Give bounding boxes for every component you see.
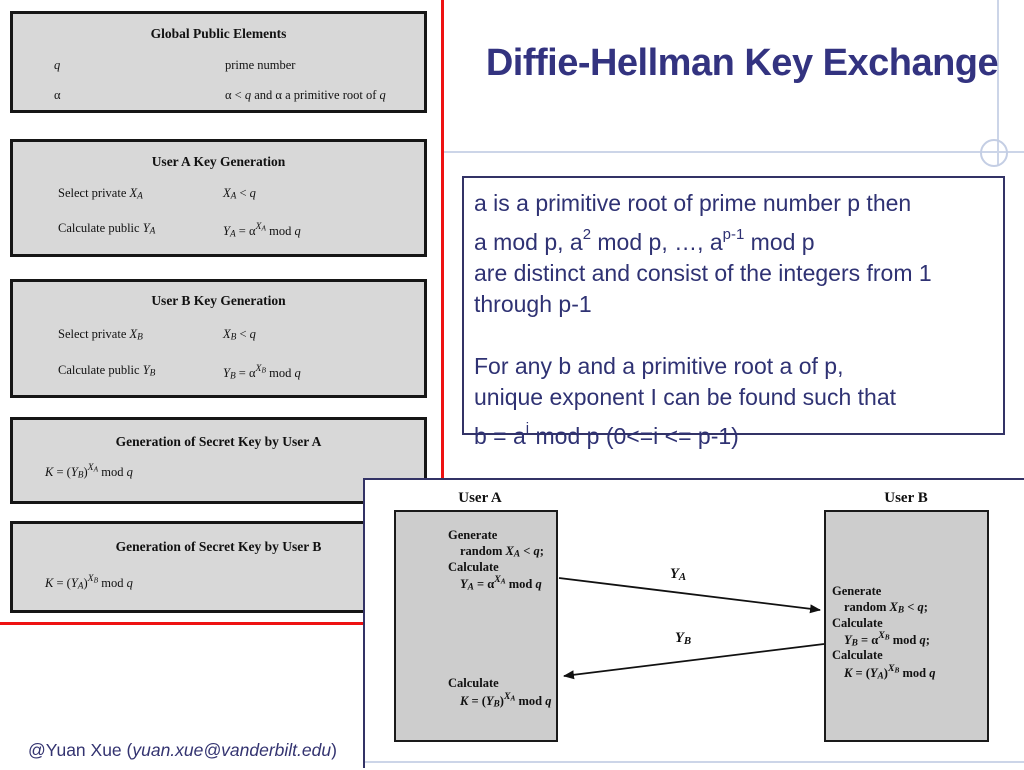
row-label: Select private XB — [58, 327, 143, 343]
red-divider-vertical — [441, 0, 444, 625]
note-line: unique exponent I can be found such that — [474, 383, 896, 410]
arrow-ya-label: YA — [670, 566, 687, 583]
row-value: XA < q — [223, 186, 256, 202]
row-value: prime number — [225, 58, 296, 72]
note-line: a is a primitive root of prime number p … — [474, 190, 912, 216]
arrow-yb-label: YB — [675, 630, 692, 647]
page-title: Diffie-Hellman Key Exchange — [485, 42, 999, 84]
note-line: through p-1 — [474, 290, 592, 317]
diagram-bottom-edge — [365, 761, 1024, 763]
user-a-label: User A — [458, 490, 502, 506]
diagram-line: YA = αXA mod q — [460, 574, 542, 593]
note-line: b = ai mod p (0<=i <= p-1) — [474, 419, 739, 449]
diagram-line: random XB < q; — [844, 600, 928, 616]
note-line: are distinct and consist of the integers… — [474, 259, 932, 286]
table-title: User A Key Generation — [151, 154, 286, 169]
diagram-line: Generate — [448, 528, 498, 542]
user-b-box: Generate random XB < q; Calculate YB = α… — [824, 510, 989, 742]
row-label: Calculate public YB — [58, 363, 156, 379]
table-user-a-key-generation: User A Key Generation Select private XA … — [10, 139, 427, 257]
row-label: Calculate public YA — [58, 221, 156, 237]
diagram-line: Calculate — [832, 648, 883, 662]
arrow-ya — [558, 577, 821, 614]
diagram-line: Calculate — [832, 616, 883, 630]
table-title: User B Key Generation — [151, 293, 286, 308]
red-divider-horizontal — [0, 622, 444, 625]
row-label: q — [54, 58, 61, 72]
template-compass-circle — [980, 139, 1008, 167]
key-exchange-diagram: User A User B Generate random XA < q; Ca… — [363, 478, 1024, 768]
diagram-line: Calculate — [448, 676, 499, 690]
template-horizontal-rule — [443, 151, 1024, 153]
user-b-label: User B — [884, 490, 928, 506]
diagram-line: YB = αXB mod q; — [844, 630, 930, 649]
formula: K = (YB)XA mod q — [45, 462, 133, 481]
table-secret-key-user-a: Generation of Secret Key by User A K = (… — [10, 417, 427, 504]
diagram-line: random XA < q; — [460, 544, 544, 560]
row-label: Select private XA — [58, 186, 143, 202]
diagram-line: Generate — [832, 584, 882, 598]
table-secret-key-user-b: Generation of Secret Key by User B K = (… — [10, 521, 427, 613]
diagram-line: Calculate — [448, 560, 499, 574]
formula: K = (YA)XB mod q — [45, 573, 133, 592]
table-user-b-key-generation: User B Key Generation Select private XB … — [10, 279, 427, 398]
note-line: For any b and a primitive root a of p, — [474, 352, 844, 379]
row-value: YA = αXA mod q — [223, 221, 301, 240]
arrow-yb — [563, 643, 825, 680]
row-label: α — [54, 88, 61, 102]
row-value: XB < q — [223, 327, 256, 343]
author-footer: @Yuan Xue (yuan.xue@vanderbilt.edu) — [28, 740, 337, 760]
row-value: α < q and α a primitive root of q — [225, 88, 386, 102]
user-a-box: Generate random XA < q; Calculate YA = α… — [394, 510, 558, 742]
row-value: YB = αXB mod q — [223, 363, 301, 382]
key-exchange-arrows — [558, 577, 825, 680]
table-title: Global Public Elements — [150, 26, 287, 41]
note-line: a mod p, a2 mod p, …, ap-1 mod p — [474, 226, 815, 255]
diagram-line: K = (YB)XA mod q — [460, 691, 552, 710]
table-title: Generation of Secret Key by User B — [115, 539, 322, 554]
table-title: Generation of Secret Key by User A — [115, 434, 322, 449]
template-vertical-rule — [997, 0, 999, 166]
primitive-root-note-box: a is a primitive root of prime number p … — [462, 176, 1005, 449]
diagram-line: K = (YA)XB mod q — [844, 663, 936, 682]
table-global-public-elements: Global Public Elements q prime number α … — [10, 11, 427, 113]
